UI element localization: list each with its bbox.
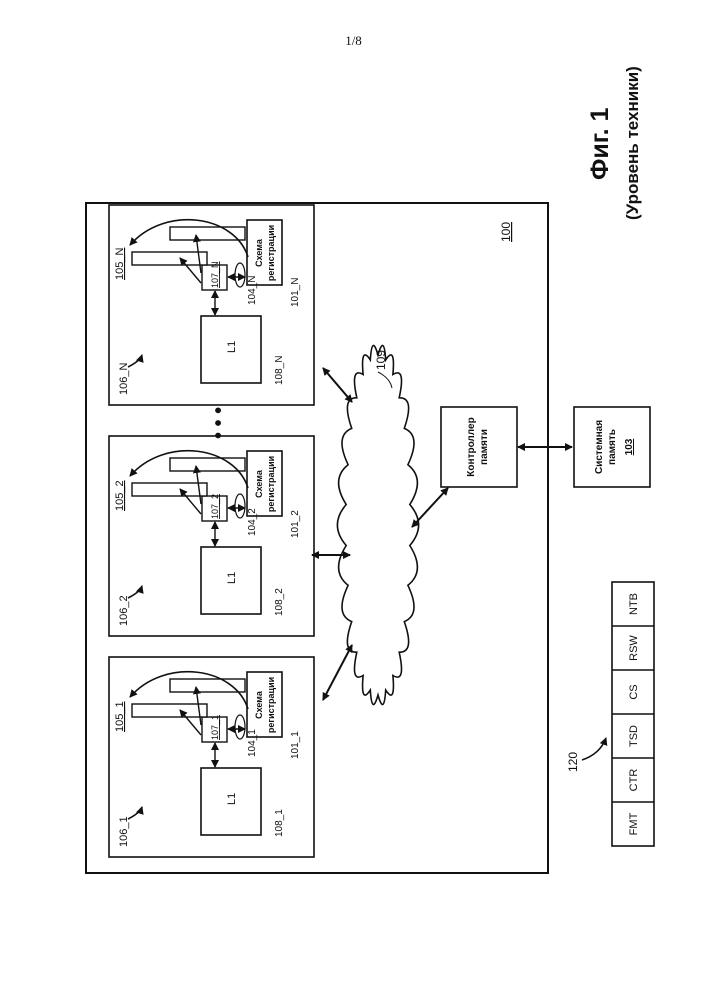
- system-memory-line2: память: [607, 429, 618, 465]
- register-bar-1: [132, 704, 207, 717]
- memory-controller-line2: памяти: [479, 429, 490, 465]
- l1-ref-label: 108_1: [274, 809, 285, 837]
- circuit-box: [247, 220, 282, 285]
- register-label: 105_N: [114, 248, 126, 280]
- block-label: 106_1: [118, 816, 130, 847]
- circuit-label-2: регистрации: [266, 456, 276, 512]
- circuit-ref-label: 101_1: [290, 731, 301, 759]
- figure-subtitle: (Уровень техники): [623, 66, 642, 220]
- record-field-ctr: CTR: [628, 769, 640, 792]
- block-label: 106_2: [118, 595, 130, 626]
- core-block-1: СхемарегистрацииL1 107_1 106_1 105_1 108_1 10…: [109, 657, 314, 857]
- link-label: 104_1: [247, 729, 258, 757]
- l1-label: L1: [226, 341, 238, 353]
- block-hook-arrow: [128, 586, 142, 598]
- system-label: 100: [499, 222, 513, 242]
- block-hook-arrow: [128, 807, 142, 819]
- unit-label: 107_2: [210, 494, 220, 519]
- circuit-label-1: Схема: [254, 238, 264, 267]
- system-box: [86, 203, 548, 873]
- link-label: 104_N: [247, 276, 258, 305]
- arrow-core1-cloud: [323, 645, 352, 700]
- l1-label: L1: [226, 572, 238, 584]
- record-field-rsw: RSW: [628, 635, 640, 661]
- circuit-box: [247, 451, 282, 516]
- figure-title: Фиг. 1: [586, 107, 614, 180]
- register-bar-1: [132, 483, 207, 496]
- block-hook-arrow: [128, 355, 142, 367]
- register-bar-2: [170, 679, 245, 692]
- memory-controller-line1: Контроллер: [466, 417, 477, 476]
- register-bar-2: [170, 227, 245, 240]
- circuit-label-2: регистрации: [266, 225, 276, 281]
- circuit-ref-label: 101_2: [290, 510, 301, 538]
- core-block-2: СхемарегистрацииL1 107_2 106_2 105_2 108_2 10…: [109, 436, 314, 636]
- arrow-cloud-controller: [412, 488, 448, 527]
- system-memory-line1: Системная: [594, 420, 605, 474]
- record-field-fmt: FMT: [628, 812, 640, 835]
- l1-label: L1: [226, 793, 238, 805]
- system-memory-ref: 103: [624, 438, 635, 455]
- register-label: 105_1: [114, 701, 126, 732]
- circuit-label-2: регистрации: [266, 677, 276, 733]
- record-field-tsd: TSD: [628, 725, 640, 747]
- interconnect-label: 109: [374, 350, 388, 370]
- link-label: 104_2: [247, 508, 258, 536]
- circuit-label-1: Схема: [254, 469, 264, 498]
- arrow-coreN-cloud: [323, 368, 352, 402]
- core-block-3: СхемарегистрацииL1 107_N 106_N 105_N 108_N 10…: [109, 205, 314, 405]
- link-ring: [235, 494, 245, 518]
- register-bar-1: [132, 252, 207, 265]
- record-fields: FMT CTR TSD CS RSW NTB: [612, 582, 654, 846]
- register-bar-2: [170, 458, 245, 471]
- register-label: 105_2: [114, 480, 126, 511]
- record-field-cs: CS: [628, 684, 640, 699]
- ellipsis: • • •: [208, 407, 230, 439]
- block-label: 106_N: [118, 363, 130, 395]
- record-field-ntb: NTB: [628, 593, 640, 615]
- link-ring: [235, 263, 245, 287]
- unit-label: 107_N: [210, 261, 220, 288]
- record-arrow: [582, 738, 606, 760]
- core-blocks: СхемарегистрацииL1107_1106_1105_1108_110…: [109, 205, 314, 857]
- link-ring: [235, 715, 245, 739]
- l1-ref-label: 108_N: [274, 356, 285, 385]
- circuit-label-1: Схема: [254, 690, 264, 719]
- record-label: 120: [566, 752, 580, 772]
- circuit-box: [247, 672, 282, 737]
- l1-ref-label: 108_2: [274, 588, 285, 616]
- unit-label: 107_1: [210, 715, 220, 740]
- circuit-ref-label: 101_N: [290, 278, 301, 307]
